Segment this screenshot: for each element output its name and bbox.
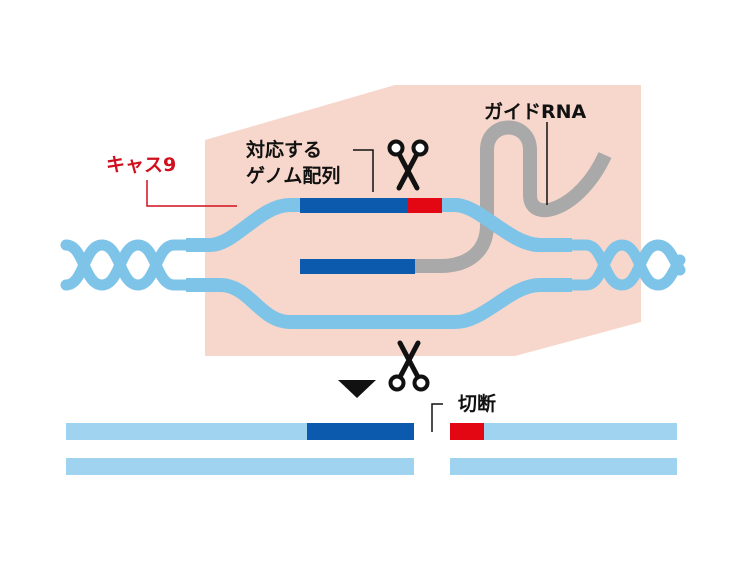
target-sequence-upper (300, 198, 408, 213)
scissors-icon (387, 139, 429, 191)
cut-pam-site (450, 423, 484, 440)
cut-strand-left-lower (66, 458, 414, 475)
helix-left-strand-b (60, 239, 194, 291)
cas9-leader-line (146, 180, 237, 207)
cut-label: 切断 (458, 392, 496, 415)
cut-strand-right-upper (450, 423, 677, 440)
dna-helix-left (60, 239, 194, 291)
guide-rna-label: ガイドRNA (484, 101, 587, 123)
helix-right-strand-b (564, 239, 686, 291)
target-label-line1: 対応する (245, 138, 322, 161)
helix-right-strand-a (564, 239, 686, 291)
cut-target-sequence (307, 423, 414, 440)
cut-strand-right-lower (450, 458, 677, 475)
dna-helix-right (564, 239, 686, 291)
cut-leader-line (431, 403, 443, 432)
guide-rna-strand (415, 120, 612, 273)
pam-site-upper (408, 198, 442, 213)
dna-lower-strand (186, 278, 572, 329)
dna-upper-strand-overlap (454, 198, 541, 252)
arrow-down-icon (338, 380, 376, 398)
target-sequence-lower (300, 259, 415, 274)
target-label-line2: ゲノム配列 (246, 165, 340, 187)
scissors-icon (388, 340, 430, 392)
cas9-label: キャス9 (106, 154, 176, 176)
target-leader-line (353, 149, 374, 192)
